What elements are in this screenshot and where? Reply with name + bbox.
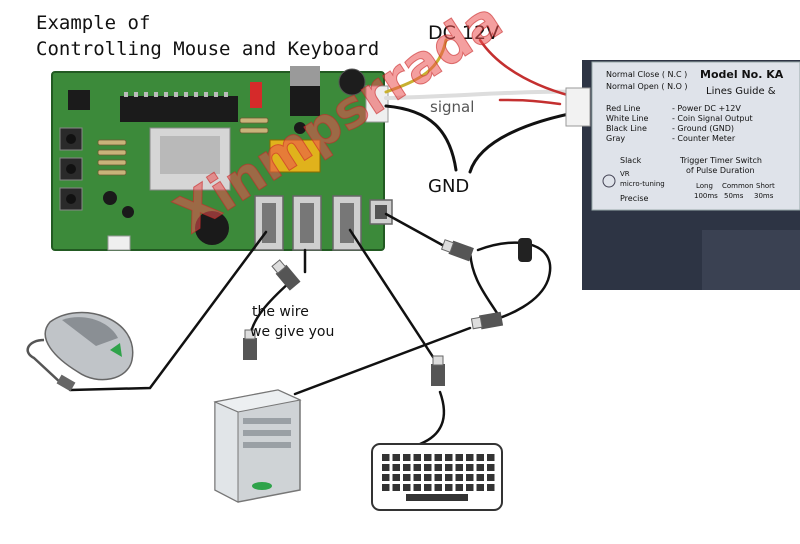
- keyboard-key: [403, 484, 411, 491]
- keyboard-spacebar: [406, 494, 468, 501]
- keyboard-key: [476, 464, 484, 471]
- diagram-title-line-1: Example of: [36, 12, 151, 34]
- acceptor-power-desc: - Power DC +12V: [672, 104, 741, 113]
- keyboard-key: [413, 464, 421, 471]
- acceptor-trigger-line-2: of Pulse Duration: [686, 166, 755, 175]
- keyboard-key: [413, 484, 421, 491]
- keyboard-key: [392, 474, 400, 481]
- acceptor-lines-guide: Lines Guide &: [706, 86, 776, 97]
- keyboard-key: [382, 454, 390, 461]
- keyboard-key: [382, 474, 390, 481]
- keyboard-key: [413, 474, 421, 481]
- keyboard-key: [487, 464, 495, 471]
- power-label: DC 12V: [428, 22, 500, 44]
- acceptor-long-ms: 100ms: [694, 192, 718, 200]
- acceptor-common: Common: [722, 182, 754, 190]
- keyboard-key: [424, 484, 432, 491]
- acceptor-nc: Normal Close ( N.C ): [606, 70, 688, 79]
- keyboard-key: [455, 454, 463, 461]
- ground-label: GND: [428, 176, 470, 197]
- acceptor-gray-line: Gray: [606, 134, 626, 143]
- keyboard-key: [424, 464, 432, 471]
- keyboard-key: [476, 474, 484, 481]
- keyboard-key: [382, 484, 390, 491]
- keyboard-key: [466, 484, 474, 491]
- keyboard-key: [403, 454, 411, 461]
- keyboard-key: [434, 474, 442, 481]
- keyboard-key: [392, 464, 400, 471]
- keyboard-key: [455, 474, 463, 481]
- mouse-icon: [26, 311, 134, 392]
- buzzer: [195, 211, 229, 245]
- acceptor-short-ms: 30ms: [754, 192, 774, 200]
- acceptor-trigger-line-1: Trigger Timer Switch: [680, 156, 762, 165]
- acceptor-model: Model No. KA: [700, 68, 784, 81]
- acceptor-black-line: Black Line: [606, 124, 647, 133]
- keyboard-key: [445, 474, 453, 481]
- usb-plug-icon: [243, 329, 257, 360]
- coin-acceptor-connector: [565, 87, 591, 127]
- acceptor-no: Normal Open ( N.O ): [606, 82, 688, 91]
- keyboard-key: [487, 474, 495, 481]
- acceptor-common-ms: 50ms: [724, 192, 744, 200]
- wire-label-line-2: we give you: [250, 324, 335, 340]
- usb-plug-icon: [470, 311, 504, 330]
- keyboard-key: [455, 484, 463, 491]
- acceptor-slack: Slack: [620, 156, 642, 165]
- keyboard-key: [487, 484, 495, 491]
- acceptor-red-line: Red Line: [606, 104, 641, 113]
- keyboard-key: [434, 484, 442, 491]
- keyboard-key: [476, 454, 484, 461]
- acceptor-short: Short: [756, 182, 775, 190]
- acceptor-counter-desc: - Counter Meter: [672, 134, 736, 143]
- keyboard-key: [445, 464, 453, 471]
- acceptor-ground-desc: - Ground (GND): [672, 124, 734, 133]
- keyboard-key: [476, 484, 484, 491]
- power-connector: [365, 85, 389, 123]
- acceptor-vr: VR: [620, 170, 630, 178]
- keyboard-key: [466, 474, 474, 481]
- keyboard-key: [445, 454, 453, 461]
- capacitor: [338, 68, 366, 96]
- keyboard-key: [466, 464, 474, 471]
- acceptor-white-line: White Line: [606, 114, 649, 123]
- keyboard-key: [424, 474, 432, 481]
- microcontroller-chip: [120, 96, 238, 122]
- signal-label: signal: [430, 98, 475, 116]
- keyboard-key: [445, 484, 453, 491]
- keyboard-key: [382, 464, 390, 471]
- wire-label-line-1: the wire: [252, 304, 309, 320]
- coin-acceptor-label: [591, 61, 800, 211]
- keyboard-key: [392, 484, 400, 491]
- keyboard-key: [434, 464, 442, 471]
- keyboard-key: [403, 474, 411, 481]
- acceptor-precise: Precise: [620, 194, 649, 203]
- keyboard-key: [466, 454, 474, 461]
- acceptor-micro-tuning: micro-tuning: [620, 180, 665, 188]
- keyboard-key: [424, 454, 432, 461]
- usb-plugs: [243, 238, 532, 386]
- keyboard-key: [403, 464, 411, 471]
- keyboard-key: [392, 454, 400, 461]
- keyboard-key: [455, 464, 463, 471]
- coin-acceptor: [565, 60, 800, 290]
- acceptor-signal-desc: - Coin Signal Output: [672, 114, 753, 123]
- keyboard-key: [487, 454, 495, 461]
- acceptor-long: Long: [696, 182, 713, 190]
- keyboard-icon: [371, 443, 503, 511]
- keyboard-key: [434, 454, 442, 461]
- diagram-title-line-2: Controlling Mouse and Keyboard: [36, 38, 380, 60]
- relay: [269, 139, 321, 173]
- usb-plug-icon: [271, 259, 301, 291]
- usb-plug-icon: [440, 239, 474, 262]
- controller-board: [51, 66, 393, 251]
- keyboard-key: [413, 454, 421, 461]
- usb-plug-icon: [431, 355, 445, 386]
- computer-tower-icon: [213, 389, 302, 503]
